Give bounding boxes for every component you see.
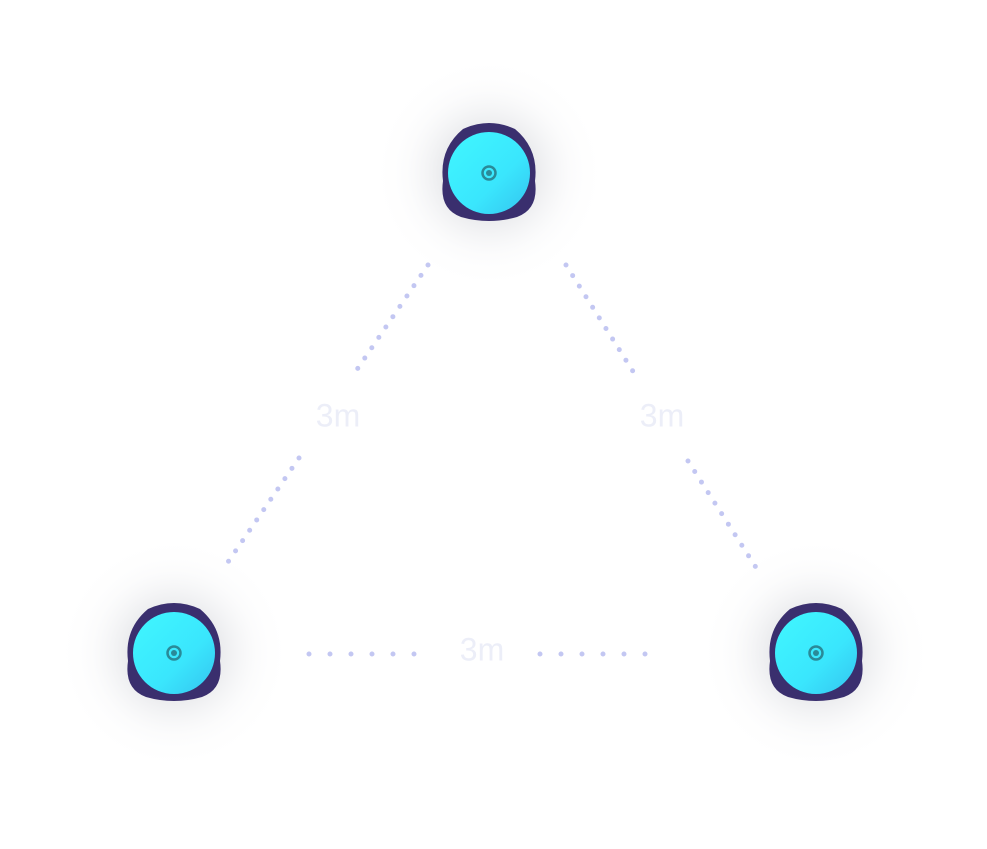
sensor-node-bottom-right bbox=[698, 535, 934, 771]
sensor-node-icon bbox=[127, 603, 221, 701]
bottom-edge-distance-label: 3m bbox=[460, 631, 504, 667]
sensor-node-bottom-left bbox=[56, 535, 292, 771]
connection-lines bbox=[225, 262, 760, 657]
sensor-nodes bbox=[56, 55, 934, 771]
sensor-node-top bbox=[371, 55, 607, 291]
left-edge-dots-lower bbox=[225, 455, 302, 565]
left-edge-dots-upper bbox=[353, 262, 431, 374]
left-edge-distance-label: 3m bbox=[316, 397, 360, 433]
right-edge-distance-label: 3m bbox=[640, 397, 684, 433]
sensor-node-icon bbox=[442, 123, 536, 221]
sensor-node-icon bbox=[769, 603, 863, 701]
right-edge-dots-lower bbox=[685, 458, 760, 572]
distance-labels: 3m 3m 3m bbox=[316, 397, 684, 667]
right-edge-dots-upper bbox=[563, 262, 637, 376]
